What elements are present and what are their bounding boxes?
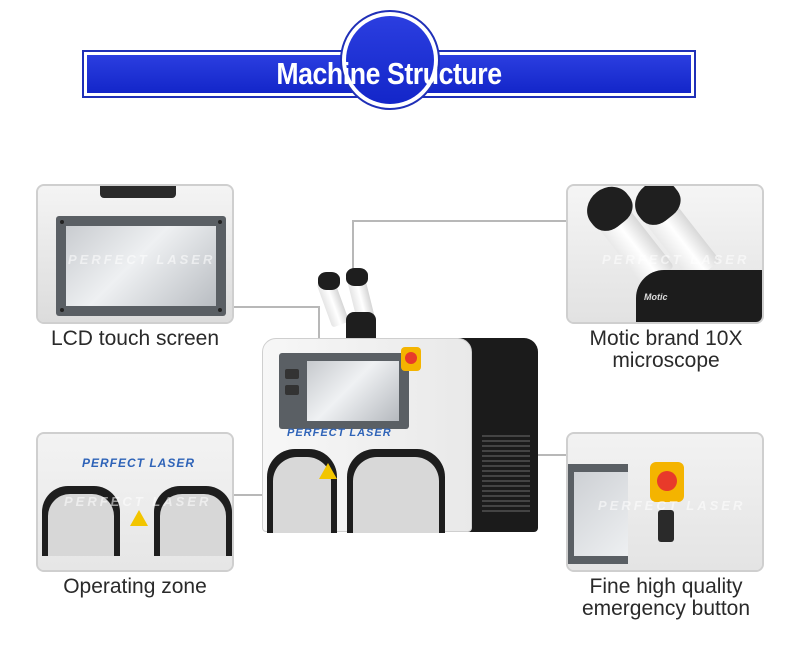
connector-microscope: [352, 220, 566, 222]
microscope-panel: Motic PERFECT LASER: [566, 184, 764, 324]
watermark: PERFECT LASER: [68, 252, 216, 267]
screw-dot: [218, 220, 222, 224]
machine-scope-base: [346, 312, 376, 340]
operating-window-left: [42, 486, 120, 556]
lcd-screen: [66, 226, 216, 306]
machine-emergency-core: [405, 352, 417, 364]
microscope-caption-line1: Motic brand 10X: [589, 327, 743, 350]
emergency-panel-screen: [568, 464, 628, 564]
machine-brand-label: PERFECT LASER: [287, 427, 392, 439]
microscope-caption: Motic brand 10X microscope: [560, 328, 772, 372]
emergency-panel-screen-inner: [574, 472, 628, 556]
laser-warning-icon: [130, 510, 148, 526]
machine-eyecap-right: [346, 268, 368, 286]
watermark: PERFECT LASER: [64, 494, 212, 509]
machine-button: [285, 369, 299, 379]
machine-laser-warning-icon: [319, 463, 337, 479]
motic-logo: Motic: [644, 292, 668, 302]
header-circle: [340, 10, 440, 110]
machine-vent-grill: [482, 432, 530, 512]
lcd-frame: [56, 216, 226, 316]
connector-lcd: [234, 306, 320, 308]
lcd-top-bezel: [100, 186, 176, 198]
emergency-caption-line1: Fine high quality: [589, 575, 743, 598]
machine-button: [285, 385, 299, 395]
operating-window-right-inner: [160, 494, 226, 556]
machine-window-right: [347, 449, 445, 533]
connector-lcd-drop: [318, 306, 320, 364]
screw-dot: [60, 308, 64, 312]
emergency-panel: PERFECT LASER: [566, 432, 764, 572]
operating-caption: Operating zone: [63, 575, 207, 598]
header-circle-fill: [346, 16, 434, 104]
brand-label: PERFECT LASER: [82, 456, 196, 470]
emergency-button-core: [657, 471, 677, 491]
operating-panel: PERFECT LASER PERFECT LASER: [36, 432, 234, 572]
key-switch-icon: [658, 510, 674, 542]
machine-emergency-button: [401, 347, 421, 371]
machine-control-panel: [279, 353, 409, 429]
machine-lcd-screen: [307, 361, 399, 421]
lcd-panel: PERFECT LASER: [36, 184, 234, 324]
operating-window-right: [154, 486, 232, 556]
machine-front-housing: PERFECT LASER: [262, 338, 472, 533]
microscope-body: [636, 270, 762, 322]
page-title: Machine Structure: [276, 56, 502, 91]
watermark: PERFECT LASER: [598, 498, 746, 513]
laser-welding-machine: PERFECT LASER: [262, 268, 538, 533]
emergency-button-icon: [650, 462, 684, 502]
lcd-caption: LCD touch screen: [50, 327, 220, 350]
watermark: PERFECT LASER: [602, 252, 750, 267]
screw-dot: [60, 220, 64, 224]
emergency-caption: Fine high quality emergency button: [560, 576, 772, 620]
microscope-caption-line2: microscope: [612, 349, 720, 372]
emergency-caption-line2: emergency button: [581, 597, 751, 620]
operating-window-left-inner: [48, 494, 114, 556]
machine-window-left: [267, 449, 337, 533]
machine-eyecap-left: [318, 272, 340, 290]
machine-window-right-inner: [353, 457, 439, 533]
connector-microscope-drop: [352, 220, 354, 288]
screw-dot: [218, 308, 222, 312]
